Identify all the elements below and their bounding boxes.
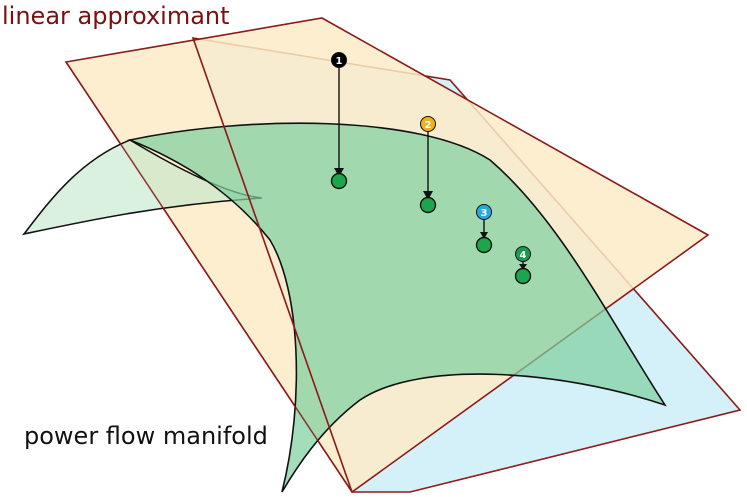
marker-2: 2 (420, 116, 436, 132)
arrowhead-1 (334, 168, 344, 177)
point-2 (419, 196, 437, 214)
marker-3: 3 (476, 204, 492, 220)
point-3 (475, 236, 493, 254)
arrowhead-3 (480, 232, 488, 239)
arrowhead-2 (423, 191, 433, 200)
arrowhead-4 (519, 264, 527, 270)
solution-points (330, 172, 532, 285)
power-flow-manifold-label: power flow manifold (24, 422, 268, 450)
marker-2-label: 2 (425, 120, 432, 131)
marker-1: 1 (331, 52, 347, 68)
blue-plane-edge-overlay (192, 37, 353, 493)
marker-3-label: 3 (481, 208, 488, 219)
iteration-arrows (334, 67, 527, 270)
point-4 (514, 267, 532, 285)
marker-1-label: 1 (336, 56, 343, 67)
linear-approximant-label: linear approximant (2, 2, 230, 30)
point-1 (330, 172, 348, 190)
approximant-edge-overlay (65, 61, 353, 493)
manifold-surface (127, 122, 667, 493)
marker-4: 4 (515, 246, 531, 262)
marker-4-label: 4 (520, 250, 527, 261)
